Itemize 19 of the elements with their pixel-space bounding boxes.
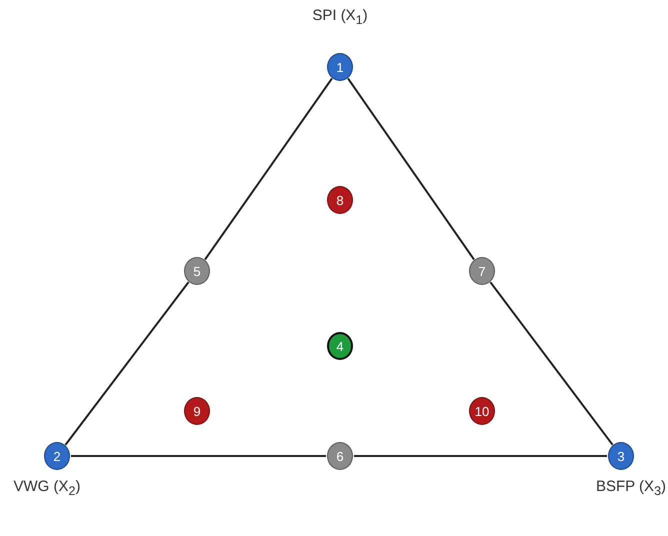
design-point-circle: 2 [44, 442, 70, 470]
design-point-circle: 6 [327, 442, 353, 470]
vertex-label: BSFP (X$_{3}$) [596, 478, 666, 498]
vertex-label: VWG (X$_{2}$) [14, 478, 80, 498]
design-point-circle: 1 [327, 53, 353, 81]
triangle-side [204, 78, 333, 260]
design-point-circle: 8 [327, 186, 353, 214]
triangle-side [64, 282, 190, 446]
design-point-circle: 7 [469, 257, 495, 285]
design-point-circle: 9 [184, 397, 210, 425]
vertex-label: SPI (X$_{1}$) [312, 7, 368, 27]
design-point-circle: 5 [184, 257, 210, 285]
triangle-side [490, 282, 614, 446]
design-point-circle: 10 [469, 397, 495, 425]
triangle-side [347, 78, 475, 260]
design-point-circle: 4 [327, 332, 353, 360]
design-point-circle: 3 [608, 442, 634, 470]
triangle-side [71, 455, 326, 457]
triangle-side [354, 455, 607, 457]
